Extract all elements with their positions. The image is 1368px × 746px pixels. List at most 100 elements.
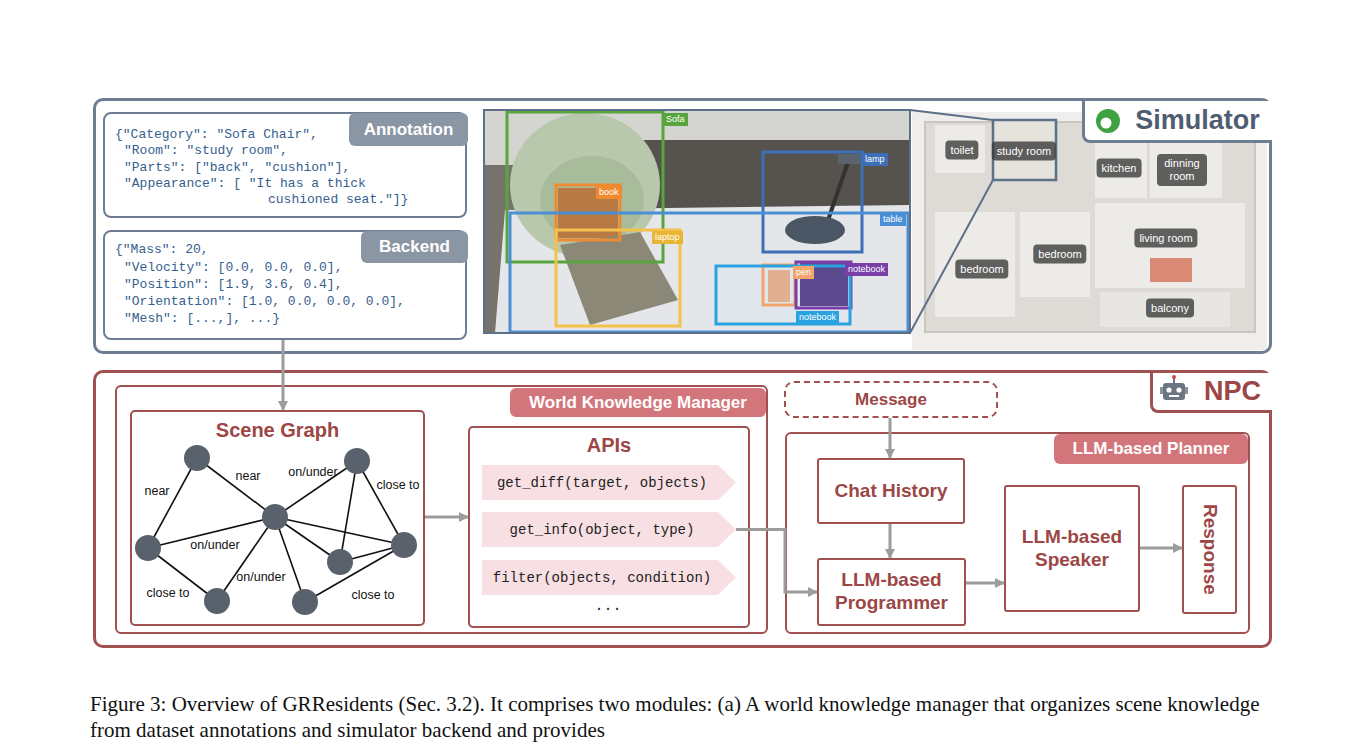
graph-vertex [204,588,230,614]
graph-vertex [327,549,353,575]
robot-head [1163,383,1185,400]
box-title: Response [1184,487,1235,612]
output-box: Response [1182,485,1237,614]
graph-edge [340,461,357,562]
ellipsis: ... [594,598,621,615]
bounding-box [763,152,862,252]
robot-icon [1160,375,1188,400]
graph-vertex [262,504,288,530]
box-title: APIs [470,434,748,460]
box-title: LLM-based Programmer [819,560,964,624]
box-title: Message [786,383,996,416]
lamp-head [838,154,860,164]
tag-label: LLM-based Planner [1054,434,1248,464]
graph-vertex [344,448,370,474]
annotation-box: Annotation {"Category": "Sofa Chair","Roo… [103,112,467,218]
relation-label: near [144,484,169,498]
graph-edge [357,461,404,545]
flow-arrow [966,582,1004,585]
bbox-label: table [880,213,906,226]
bounding-box [510,213,908,332]
graph-edge [275,517,305,602]
relation-label: on/under [288,465,337,479]
room-label: living room [1134,229,1197,248]
code-line: "Appearance": [ "It has a thick cushione… [124,176,434,208]
pentagon-fill [482,465,736,500]
bbox-label: Sofa [663,113,688,126]
bbox-label: lamp [862,153,888,166]
building-outline [925,122,1255,332]
graph-edge [148,458,197,548]
code-line: "Room": "study room", [124,143,288,159]
zoom-line [910,180,993,333]
tag-label: Annotation [349,113,468,146]
graph-edge [305,545,404,602]
figure-caption: Figure 3: Overview of GRResidents (Sec. … [90,691,1285,743]
room-shape [1095,203,1245,288]
room-label: toilet [945,141,978,160]
code-line: "Mesh": [...,], ...} [124,311,280,327]
room-shape [1020,212,1090,297]
relation-label: close to [351,588,394,602]
bbox-label: notebook [845,263,888,276]
graph-edge [217,517,275,601]
relation-label: on/under [190,538,239,552]
room-shape [1100,292,1230,327]
code-line: {"Mass": 20, [115,242,209,258]
process-box: LLM-based Programmer [817,558,966,626]
api-call: get_info(object, type) [482,512,722,547]
message-box: Message [784,381,998,418]
relation-label: on/under [236,570,285,584]
graph-edge [275,517,404,545]
room-label: bedroom [955,260,1008,279]
logo-ring [1096,109,1120,133]
laptop-shape [560,232,678,325]
flow-arrow [1140,547,1182,550]
graph-vertex [135,535,161,561]
bounding-box [556,230,680,326]
code-line: "Orientation": [1.0, 0.0, 0.0, 0.0], [124,294,405,310]
graph-vertex [184,445,210,471]
code-line: "Position": [1.9, 3.6, 0.4], [124,277,342,293]
robot-ear [1185,387,1188,394]
room-label: balcony [1146,299,1194,318]
flow-arrow [889,418,892,458]
robot-mouth [1169,395,1179,397]
room-label: dinning room [1157,154,1207,186]
relation-label: close to [376,478,419,492]
room-label: bedroom [1033,245,1086,264]
api-item: get_diff(target, objects) [482,465,736,500]
relation-label: near [235,469,260,483]
bounding-box [507,112,663,262]
render-frame [484,110,910,333]
backend-box: Backend{"Mass": 20,"Velocity": [0.0, 0.0… [103,230,467,340]
room-label: kitchen [1097,159,1142,178]
code-line: {"Category": "Sofa Chair", [115,127,318,143]
box-title: Scene Graph [132,419,423,445]
room-label: study room [992,142,1056,161]
robot-eye [1176,387,1181,392]
pentagon-fill [482,512,736,547]
flow-arrow [282,340,285,410]
flow-arrow [889,524,892,558]
api-call: get_diff(target, objects) [482,465,722,500]
scene-render [484,110,910,333]
bbox-label: book [596,186,622,199]
api-item: filter(objects, condition) [482,560,736,595]
pen-shape [768,270,790,302]
pentagon-fill [482,560,736,595]
tag-label: Backend [361,231,468,263]
graph-vertex [391,532,417,558]
bbox-label: notebook [796,311,839,324]
process-box: Chat History [817,458,965,524]
npc-panel: NPCWorld Knowledge ManagerScene GraphAPI… [93,370,1272,648]
bounding-box [763,265,795,305]
simulator-logo [1096,109,1120,133]
code-line: "Parts": ["back", "cushion"], [124,160,350,176]
bbox-label: laptop [652,231,683,244]
render-background [484,110,910,333]
